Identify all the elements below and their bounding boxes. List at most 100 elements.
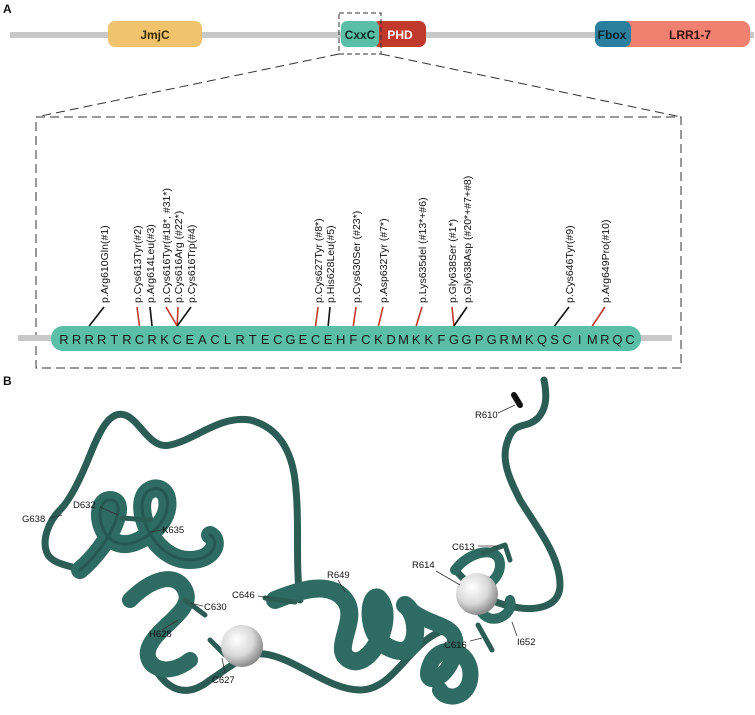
sidechain-k635 bbox=[119, 515, 153, 523]
mutation-line bbox=[453, 306, 468, 327]
panel-a-letter: A bbox=[3, 2, 12, 16]
leader-c616 bbox=[469, 637, 483, 642]
sequence-residue: R bbox=[59, 332, 68, 347]
sequence-residue: C bbox=[273, 332, 282, 347]
mutation-label: p.Asp632Tyr (#7*) bbox=[378, 218, 390, 303]
sequence-residue: K bbox=[424, 332, 433, 347]
mutation-line bbox=[176, 306, 192, 327]
mutation-label: p.Cys616Trp(#4) bbox=[186, 225, 198, 303]
sequence-residue: R bbox=[72, 332, 81, 347]
coil-bottom bbox=[146, 626, 449, 694]
sequence-residue: M bbox=[587, 332, 598, 347]
mutation-line bbox=[415, 306, 423, 327]
mutation-label: p.Arg610Gln(#1) bbox=[99, 225, 111, 303]
mutation-label: p.His628Leu(#5) bbox=[325, 225, 337, 303]
zoom-line-left bbox=[35, 53, 340, 118]
zinc-ion-1 bbox=[221, 625, 263, 667]
helix-left-lower bbox=[122, 571, 198, 678]
helix-middle bbox=[266, 579, 425, 671]
panel-b-letter: B bbox=[3, 374, 12, 388]
sequence-residue: H bbox=[336, 332, 345, 347]
sequence-residue: C bbox=[210, 332, 219, 347]
domain-phd-label: PHD bbox=[387, 28, 413, 42]
domain-fbox: Fbox bbox=[595, 21, 631, 47]
coil-top-loop bbox=[41, 410, 304, 604]
sidechain-c613 bbox=[480, 542, 513, 563]
sequence-residue: K bbox=[412, 332, 421, 347]
sequence-residue: D bbox=[386, 332, 395, 347]
sequence-residue: R bbox=[235, 332, 244, 347]
domain-cxxc: CxxC bbox=[341, 21, 379, 47]
mutation-label: p.Arg614Leu(#3) bbox=[145, 224, 157, 303]
mutation-line bbox=[553, 306, 570, 327]
sequence-residue: C bbox=[625, 332, 634, 347]
label-c630: C630 bbox=[204, 602, 227, 613]
sequence-residue: P bbox=[475, 332, 484, 347]
sequence-residue: G bbox=[487, 332, 497, 347]
mutation-label: p.Gly638Ser (#1*) bbox=[447, 219, 459, 303]
label-c627: C627 bbox=[212, 675, 235, 686]
zinc-ion-2 bbox=[456, 573, 498, 615]
sequence-residue: G bbox=[449, 332, 459, 347]
sequence-residue: G bbox=[285, 332, 295, 347]
sequence-residue: I bbox=[578, 332, 582, 347]
mutation-line bbox=[377, 306, 384, 327]
leader-r614 bbox=[435, 570, 461, 586]
sequence-residue: Q bbox=[537, 332, 547, 347]
sidechain-c646 bbox=[262, 595, 298, 605]
expanded-cxxc-box bbox=[35, 116, 682, 369]
leader-r649 bbox=[337, 579, 346, 593]
mutation-line bbox=[149, 306, 153, 327]
mutation-label: p.Cys616Arg (#22*) bbox=[173, 211, 185, 303]
mutation-line bbox=[451, 306, 455, 327]
zoom-box bbox=[338, 12, 382, 55]
mutation-label: p.Cys646Tyr(#9) bbox=[564, 225, 576, 303]
sequence-residue: S bbox=[550, 332, 559, 347]
sequence-residue: M bbox=[511, 332, 522, 347]
sequence-residue: K bbox=[160, 332, 169, 347]
sequence-residue: E bbox=[299, 332, 308, 347]
sequence-residue: M bbox=[398, 332, 409, 347]
label-r649: R649 bbox=[327, 570, 350, 581]
leader-c627 bbox=[221, 657, 226, 674]
mutation-label: p.Lys635del (#13*+#6) bbox=[417, 197, 429, 303]
label-g638: G638 bbox=[22, 514, 45, 525]
sidechain-c630 bbox=[182, 597, 208, 618]
mutation-label: p.Arg649Pro(#10) bbox=[600, 220, 612, 303]
leader-c630 bbox=[189, 602, 204, 607]
mutation-line bbox=[165, 306, 178, 327]
label-c616: C616 bbox=[444, 640, 467, 651]
domain-jmjc-label: JmjC bbox=[140, 28, 170, 42]
sequence-residue: C bbox=[173, 332, 182, 347]
sequence-residue: C bbox=[562, 332, 571, 347]
sequence-residue: T bbox=[110, 332, 118, 347]
mutation-label: p.Cys630Ser (#23*) bbox=[351, 211, 363, 303]
zoom-line-right bbox=[380, 53, 682, 118]
domain-jmjc: JmjC bbox=[108, 21, 202, 47]
leader-r610 bbox=[497, 404, 516, 414]
leader-i652 bbox=[511, 621, 518, 637]
mutation-label: p.Cys616Tyr(#18*, #31*) bbox=[161, 188, 173, 303]
label-r610: R610 bbox=[475, 410, 498, 421]
mutation-line bbox=[327, 306, 331, 327]
helix-right bbox=[397, 597, 479, 705]
sequence-residue: C bbox=[135, 332, 144, 347]
sequence-residue: R bbox=[500, 332, 509, 347]
sequence-residue: F bbox=[349, 332, 357, 347]
label-d632: D632 bbox=[73, 500, 96, 511]
sequence-residue: Q bbox=[612, 332, 622, 347]
sequence-residue: C bbox=[311, 332, 320, 347]
sequence-residue: E bbox=[324, 332, 333, 347]
sequence-residue: F bbox=[437, 332, 445, 347]
domain-cxxc-label: CxxC bbox=[345, 28, 376, 42]
coil-c-terminal bbox=[451, 376, 564, 612]
label-h628: H628 bbox=[149, 629, 172, 640]
leader-k635 bbox=[149, 529, 163, 533]
sequence-residue: E bbox=[261, 332, 270, 347]
label-c646: C646 bbox=[232, 590, 255, 601]
label-i652: I652 bbox=[517, 637, 536, 648]
domain-phd: PHD bbox=[372, 21, 426, 47]
label-r614: R614 bbox=[412, 560, 435, 571]
